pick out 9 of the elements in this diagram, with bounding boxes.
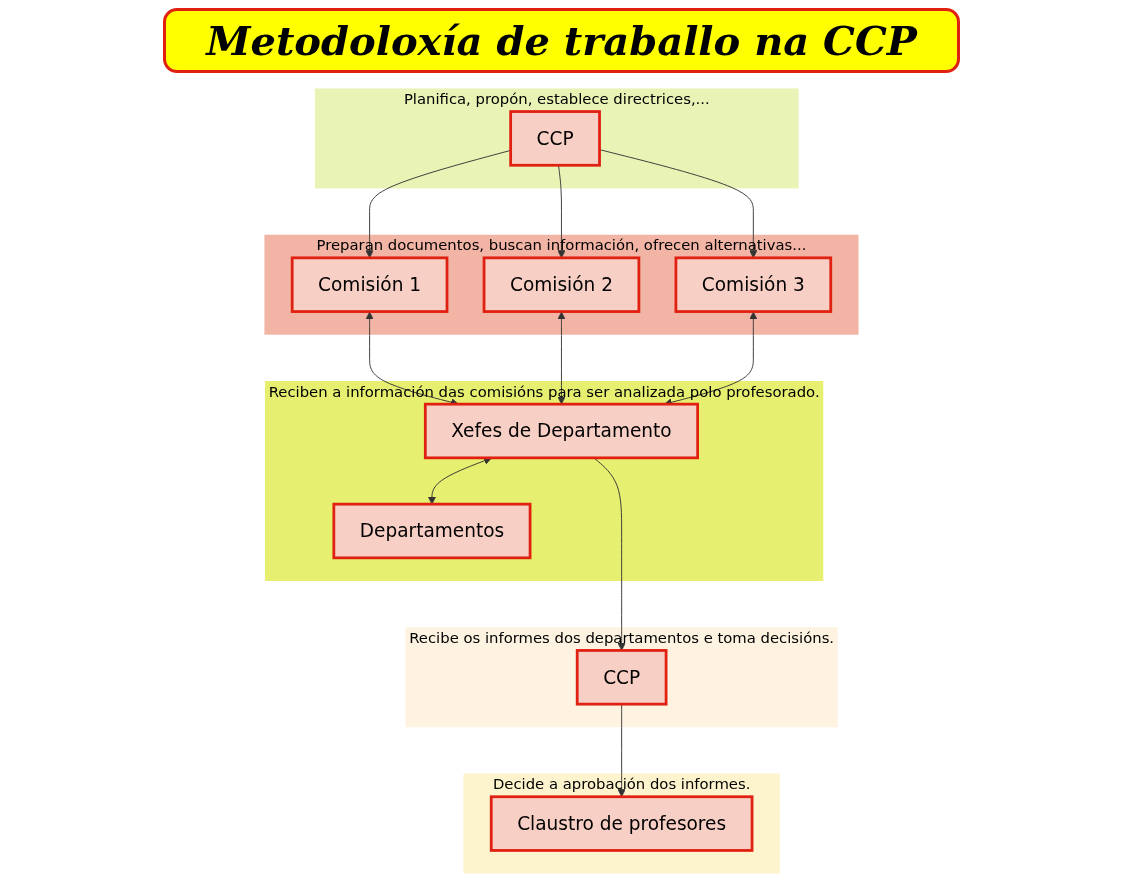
node-box: Comisión 1 [290, 256, 449, 313]
node-box: CCP [509, 110, 601, 167]
node-box: Departamentos [332, 502, 532, 560]
node-box: Comisión 3 [674, 256, 833, 313]
node-box: Claustro de profesores [489, 795, 754, 852]
title-banner: Metodoloxía de traballo na CCP [163, 8, 960, 73]
node-box: Xefes de Departamento [423, 402, 700, 460]
node-box: Comisión 2 [482, 256, 641, 313]
node-box: CCP [575, 649, 668, 706]
